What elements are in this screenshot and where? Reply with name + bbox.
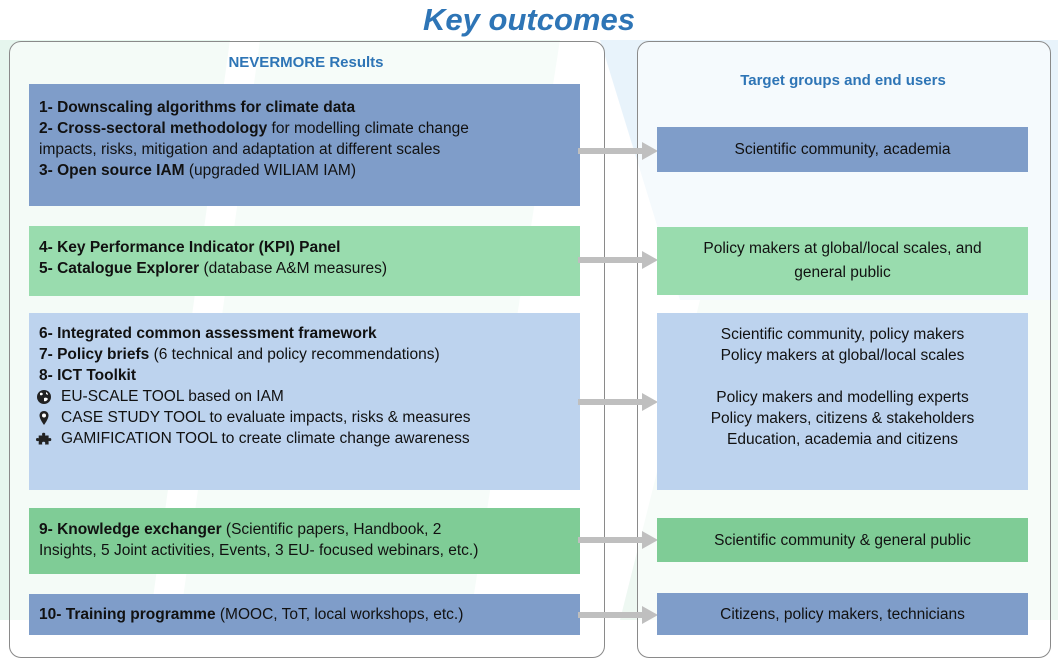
target-5-text: Citizens, policy makers, technicians — [720, 605, 965, 623]
result-9-text: (Scientific papers, Handbook, 2 — [221, 521, 442, 538]
result-7-title: 7- Policy briefs — [39, 346, 150, 363]
result-group-3: 6- Integrated common assessment framewor… — [29, 313, 580, 490]
result-2-text: for modelling climate change — [267, 120, 469, 137]
result-group-2: 4- Key Performance Indicator (KPI) Panel… — [29, 226, 580, 296]
page-title: Key outcomes — [423, 2, 635, 37]
tool-gamification-text: GAMIFICATION TOOL to create climate chan… — [61, 430, 470, 447]
result-5-title: 5- Catalogue Explorer — [39, 260, 200, 277]
target-3-line-3: Policy makers and modelling experts — [716, 389, 969, 406]
tool-case-study-text: CASE STUDY TOOL to evaluate impacts, ris… — [61, 409, 471, 426]
result-8-title: 8- ICT Toolkit — [39, 367, 137, 384]
target-3-line-1: Scientific community, policy makers — [720, 326, 965, 343]
target-1-text: Scientific community, academia — [734, 141, 951, 158]
target-groups-panel-title: Target groups and end users — [740, 72, 946, 89]
result-2-text-cont: impacts, risks, mitigation and adaptatio… — [39, 141, 441, 158]
result-7-text: (6 technical and policy recommendations) — [149, 346, 440, 363]
arrow-4 — [578, 531, 658, 549]
target-group-4: Scientific community & general public — [657, 518, 1028, 562]
arrow-5 — [578, 606, 658, 624]
result-1-title: 1- Downscaling algorithms for climate da… — [39, 99, 356, 116]
target-group-1: Scientific community, academia — [657, 127, 1028, 172]
result-9-text-cont: Insights, 5 Joint activities, Events, 3 … — [39, 542, 479, 559]
tool-case-study: CASE STUDY TOOL to evaluate impacts, ris… — [36, 407, 570, 428]
result-4-title: 4- Key Performance Indicator (KPI) Panel — [39, 239, 341, 256]
target-2-line-1: Policy makers at global/local scales, an… — [703, 240, 982, 257]
result-10-text: (MOOC, ToT, local workshops, etc.) — [215, 606, 464, 623]
result-group-5: 10- Training programme (MOOC, ToT, local… — [29, 594, 580, 635]
result-3-title: 3- Open source IAM — [39, 162, 185, 179]
arrow-1 — [578, 142, 658, 160]
result-6-title: 6- Integrated common assessment framewor… — [39, 325, 377, 342]
target-3-line-5: Education, academia and citizens — [727, 431, 958, 448]
target-2-line-2: general public — [794, 264, 891, 281]
tool-gamification: GAMIFICATION TOOL to create climate chan… — [36, 428, 570, 449]
target-group-2: Policy makers at global/local scales, an… — [657, 227, 1028, 295]
arrow-2 — [578, 251, 658, 269]
tool-eu-scale-text: EU-SCALE TOOL based on IAM — [61, 388, 284, 405]
result-10-title: 10- Training programme — [39, 606, 216, 623]
result-9-title: 9- Knowledge exchanger — [39, 521, 222, 538]
tool-eu-scale: EU-SCALE TOOL based on IAM — [36, 386, 570, 407]
results-panel-title: NEVERMORE Results — [228, 54, 384, 71]
result-group-1: 1- Downscaling algorithms for climate da… — [29, 84, 580, 206]
result-2-title: 2- Cross-sectoral methodology — [39, 120, 268, 137]
result-group-4: 9- Knowledge exchanger (Scientific paper… — [29, 508, 580, 574]
globe-icon — [37, 389, 51, 404]
target-3-line-4: Policy makers, citizens & stakeholders — [710, 410, 975, 427]
arrow-3 — [578, 393, 658, 411]
result-3-text: (upgraded WILIAM IAM) — [184, 162, 356, 179]
location-pin-icon — [39, 410, 49, 425]
target-group-3: Scientific community, policy makers Poli… — [657, 313, 1028, 490]
target-3-line-2: Policy makers at global/local scales — [720, 347, 965, 364]
puzzle-icon — [36, 432, 52, 444]
result-5-text: (database A&M measures) — [199, 260, 388, 277]
target-4-text: Scientific community & general public — [714, 531, 971, 549]
target-group-5: Citizens, policy makers, technicians — [657, 593, 1028, 635]
